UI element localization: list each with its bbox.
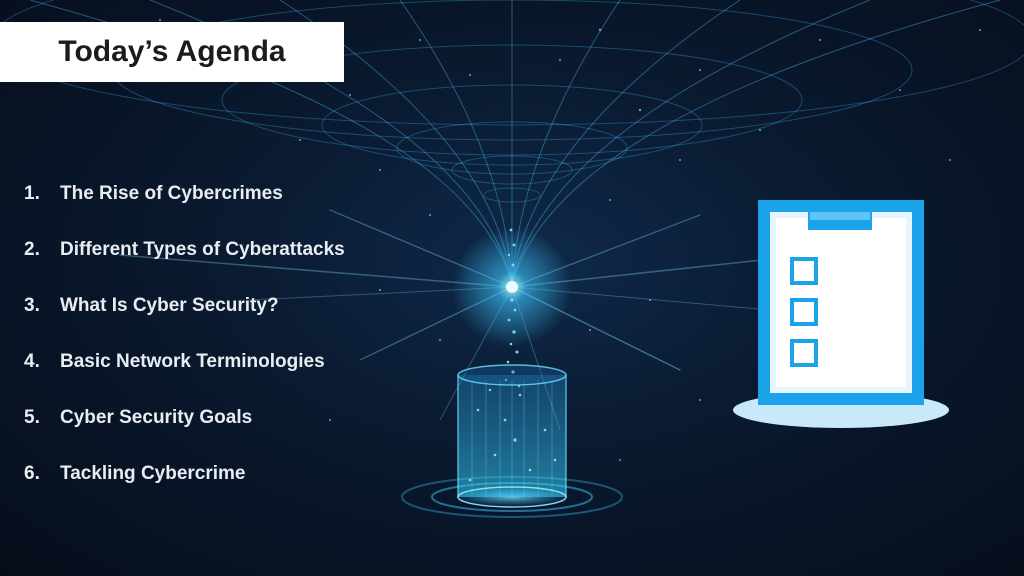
agenda-item-label: Different Types of Cyberattacks xyxy=(60,239,345,260)
agenda-item-number: 2. xyxy=(24,239,40,260)
agenda-item: 4. Basic Network Terminologies xyxy=(24,334,345,390)
center-point xyxy=(506,281,518,293)
agenda-item: 5. Cyber Security Goals xyxy=(24,390,345,446)
title-banner: Today’s Agenda xyxy=(0,22,344,82)
agenda-item-label: The Rise of Cybercrimes xyxy=(60,183,283,204)
data-cylinder-graphic xyxy=(401,364,623,518)
agenda-item-label: Basic Network Terminologies xyxy=(60,351,325,372)
agenda-item-label: Tackling Cybercrime xyxy=(60,463,246,484)
slide-title: Today’s Agenda xyxy=(58,35,286,68)
agenda-item: 1. The Rise of Cybercrimes xyxy=(24,166,345,222)
agenda-item-number: 6. xyxy=(24,463,40,484)
star-field xyxy=(159,19,981,461)
agenda-item: 6. Tackling Cybercrime xyxy=(24,446,345,502)
agenda-item-label: What Is Cyber Security? xyxy=(60,295,279,316)
agenda-item-number: 4. xyxy=(24,351,40,372)
agenda-item-number: 5. xyxy=(24,407,40,428)
agenda-item: 3. What Is Cyber Security? xyxy=(24,278,345,334)
agenda-item-number: 3. xyxy=(24,295,40,316)
agenda-item-number: 1. xyxy=(24,183,40,204)
agenda-item-label: Cyber Security Goals xyxy=(60,407,253,428)
agenda-item: 2. Different Types of Cyberattacks xyxy=(24,222,345,278)
agenda-list: 1. The Rise of Cybercrimes 2. Different … xyxy=(24,166,345,502)
clipboard-checklist-icon xyxy=(733,200,949,428)
